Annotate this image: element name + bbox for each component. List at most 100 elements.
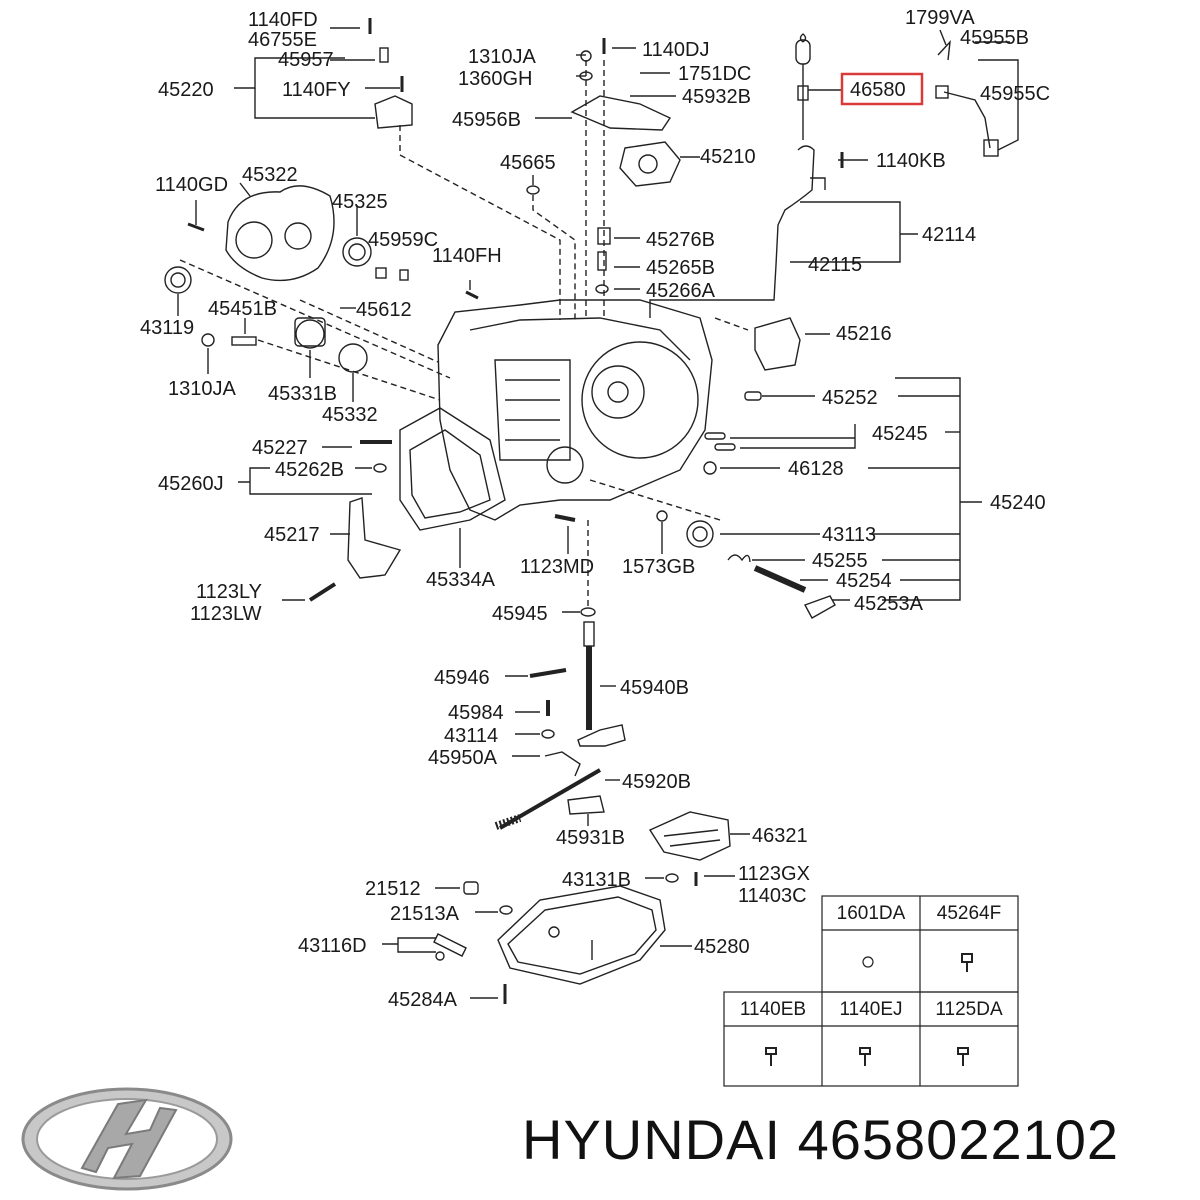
dipstick-loop — [795, 39, 811, 65]
seal-43119-inner — [170, 272, 186, 288]
part-label-45325: 45325 — [332, 191, 388, 213]
washer-43114 — [541, 729, 555, 739]
valve-body-area — [494, 359, 571, 461]
washer-45665 — [526, 185, 540, 195]
legend-icon-1140EJ — [859, 1047, 871, 1066]
guide-1573GB — [589, 479, 721, 521]
seal-43113 — [686, 520, 714, 548]
part-45451B — [231, 336, 257, 346]
nut-1310JA-top — [580, 50, 592, 62]
guide-43119 — [179, 259, 451, 379]
legend-icon-45264F — [961, 953, 973, 972]
oil-pan-45280 — [497, 885, 666, 985]
part-label-45332: 45332 — [322, 404, 378, 426]
part-label-1123MD: 1123MD — [520, 556, 595, 578]
part-label-1310JA-left: 1310JA — [168, 378, 236, 400]
filter-line-2 — [669, 839, 721, 847]
brand-name: HYUNDAI — [522, 1108, 782, 1171]
oring-45332 — [338, 343, 368, 373]
plug-1573GB — [656, 510, 668, 522]
leader-45955B — [978, 59, 1019, 151]
magnet-drain — [548, 926, 560, 938]
bolt-1123MD — [554, 514, 576, 522]
lever-45932B — [570, 95, 672, 131]
part-label-45931B: 45931B — [556, 827, 625, 849]
oil-pan-inner — [507, 896, 657, 975]
guide-45220 — [399, 125, 561, 320]
bracket-45217 — [347, 497, 402, 579]
input-shaft — [607, 381, 629, 403]
leader-45260J — [238, 467, 372, 495]
shaft-top — [583, 621, 595, 647]
part-label-45216: 45216 — [836, 323, 892, 345]
part-label-45262B: 45262B — [275, 459, 344, 481]
leader-45322 — [239, 182, 251, 197]
part-label-45276B: 45276B — [646, 229, 715, 251]
leader-45245 — [730, 424, 856, 449]
part-label-45945: 45945 — [492, 603, 548, 625]
part-label-45956B: 45956B — [452, 109, 521, 131]
part-label-45331B: 45331B — [268, 383, 337, 405]
washer-45266A — [595, 284, 609, 294]
bracket-45240 — [882, 377, 961, 601]
bolt-1140FH — [465, 290, 479, 300]
part-label-46128: 46128 — [788, 458, 844, 480]
part-label-1123LW: 1123LW — [190, 603, 262, 625]
part-label-1123GX: 1123GX — [738, 863, 810, 885]
magnet-43116D-a — [433, 933, 467, 957]
part-label-45227: 45227 — [252, 437, 308, 459]
part-label-21513A: 21513A — [390, 903, 459, 925]
seal-45325 — [342, 237, 372, 267]
part-label-45220: 45220 — [158, 79, 214, 101]
part-label-1123LY: 1123LY — [196, 581, 262, 603]
part-label-45932B: 45932B — [682, 86, 751, 108]
part-label-45253A: 45253A — [854, 593, 923, 615]
leader-1799VA — [939, 29, 947, 46]
part-label-43119: 43119 — [140, 317, 195, 339]
legend-icon-1125DA — [957, 1047, 969, 1066]
legend-icon-1601DA — [862, 956, 874, 968]
part-label-11403C: 11403C — [738, 885, 807, 907]
part-label-1310JA-top: 1310JA — [468, 46, 536, 68]
guide-45451B — [257, 339, 441, 401]
part-label-45955C: 45955C — [980, 83, 1051, 105]
part-label-21512: 21512 — [365, 878, 421, 900]
tube-bracket — [810, 177, 826, 190]
sensor-cable — [943, 91, 991, 149]
part-label-45280: 45280 — [694, 936, 750, 958]
washer-45262B — [373, 463, 387, 473]
lever-45950A — [544, 751, 581, 777]
cover-45210-hole — [638, 154, 658, 174]
mount-45216 — [754, 317, 801, 371]
part-45276B — [597, 227, 611, 245]
highlight-46580 — [840, 72, 924, 106]
part-45959C-a — [375, 267, 387, 279]
nut-1310JA — [201, 333, 215, 347]
seal-45325-inner — [348, 243, 366, 261]
pin-45245-b — [714, 443, 736, 451]
part-label-1140FD: 1140FD — [248, 9, 318, 31]
gasket-hole-2 — [284, 222, 312, 250]
leader-45220-a — [234, 57, 345, 89]
gasket-hole-1 — [235, 221, 273, 259]
part-label-43113: 43113 — [822, 524, 877, 546]
transmission-case — [437, 299, 713, 521]
dipstick-seal — [797, 85, 809, 101]
pin-45252 — [744, 391, 762, 401]
seal-43113-inner — [692, 526, 708, 542]
legend-bottom-box — [723, 991, 1019, 1087]
leader-42114 — [790, 201, 901, 263]
part-label-45950A: 45950A — [428, 747, 497, 769]
oring-45945 — [580, 607, 596, 617]
part-label-45959C: 45959C — [368, 229, 439, 251]
part-label-45255: 45255 — [812, 550, 868, 572]
part-label-45252: 45252 — [822, 387, 878, 409]
part-label-45210: 45210 — [700, 146, 756, 168]
plug-21512 — [463, 881, 479, 895]
part-label-43131B: 43131B — [562, 869, 631, 891]
bracket-45220 — [374, 95, 413, 129]
guide-45216 — [714, 317, 749, 331]
case-ridge — [469, 317, 691, 361]
spring-45255 — [727, 554, 751, 563]
